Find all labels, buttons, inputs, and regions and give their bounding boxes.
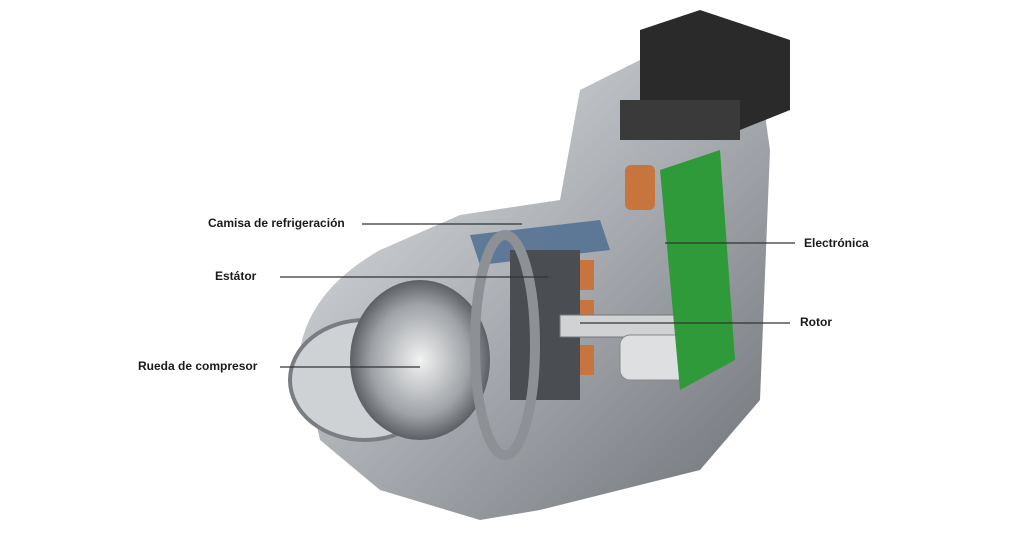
compressor-wheel (350, 280, 490, 440)
connector-base (620, 100, 740, 140)
label-rotor: Rotor (800, 315, 832, 329)
label-electronics: Electrónica (804, 236, 869, 250)
rotor (559, 314, 681, 338)
leader-lines (280, 223, 795, 368)
volute-flange (470, 230, 540, 460)
stator-windings (580, 260, 594, 375)
label-stator: Estátor (215, 269, 257, 283)
label-compressor-wheel: Rueda de compresor (138, 359, 258, 373)
electronics-board (660, 150, 735, 390)
label-cooling-jacket: Camisa de refrigeración (208, 216, 345, 230)
capacitor (625, 165, 655, 210)
